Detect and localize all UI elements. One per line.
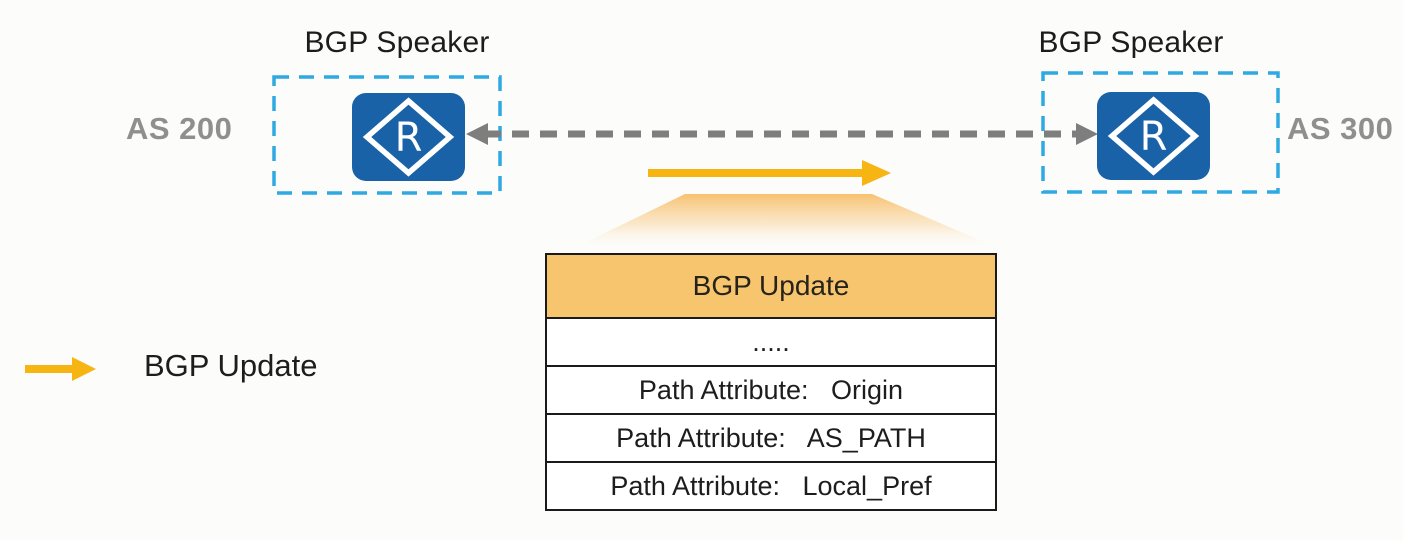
left-bgp-speaker-title: BGP Speaker [304, 26, 490, 59]
bgp-update-arrow [648, 160, 891, 186]
right-router-icon: R [1097, 92, 1210, 180]
callout-trapezoid [570, 194, 1003, 250]
table-row-path-attribute-local-pref: Path Attribute: Local_Pref [610, 470, 932, 501]
as300-label: AS 300 [1287, 111, 1394, 146]
bgp-update-message-table: BGP Update ..... Path Attribute: Origin … [545, 253, 997, 511]
table-row-path-attribute-origin: Path Attribute: Origin [547, 367, 995, 415]
router-letter: R [395, 115, 423, 161]
legend-update-arrow [25, 357, 96, 381]
router-letter: R [1140, 114, 1168, 160]
as200-label: AS 200 [126, 111, 233, 146]
right-bgp-speaker-title: BGP Speaker [1038, 26, 1224, 59]
left-router-icon: R [352, 93, 465, 181]
legend-bgp-update-label: BGP Update [144, 348, 318, 383]
table-row-ellipsis: ..... [547, 319, 995, 367]
table-header-bgp-update: BGP Update [547, 255, 995, 319]
table-row-path-attribute-as-path: Path Attribute: AS_PATH [547, 415, 995, 463]
bgp-session-arrow [466, 123, 1098, 145]
